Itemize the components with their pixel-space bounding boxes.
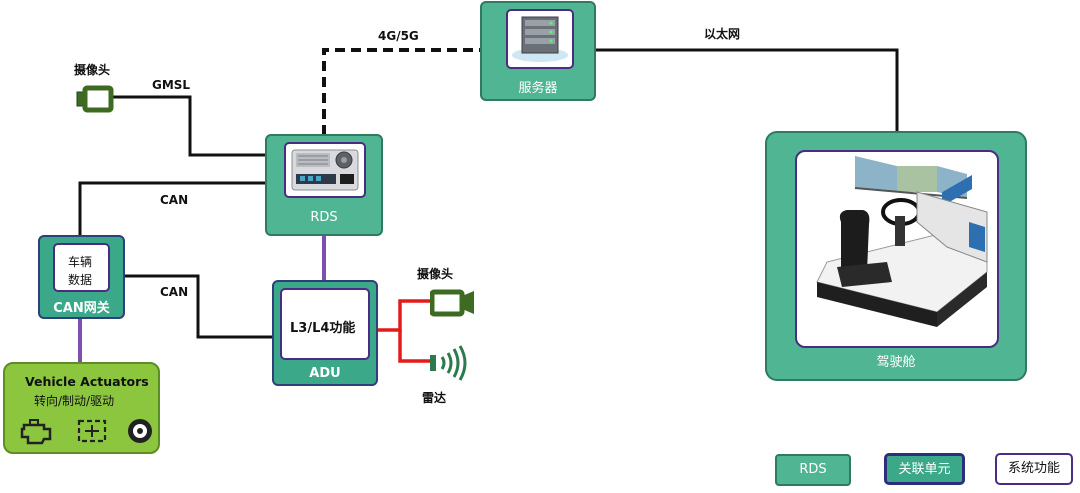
- legend-function: 系统功能: [995, 453, 1073, 485]
- vehicle-data-frame: 车辆 数据: [53, 243, 110, 292]
- adu-radar-link: [398, 330, 430, 363]
- rds-label: RDS: [310, 210, 338, 225]
- actuators-title: Vehicle Actuators: [25, 374, 149, 389]
- cockpit-node[interactable]: 驾驶舱: [765, 131, 1027, 381]
- adu-function-frame: L3/L4功能: [280, 288, 370, 360]
- can-wire-rds: [78, 181, 268, 237]
- engine-icon: [20, 419, 52, 445]
- server-icon: [512, 16, 568, 62]
- rds-node[interactable]: RDS: [265, 134, 383, 236]
- rds-device-frame: [284, 142, 366, 198]
- adu-node[interactable]: L3/L4功能 ADU: [272, 280, 378, 386]
- can-gateway-node[interactable]: 车辆 数据 CAN网关: [38, 235, 125, 319]
- chassis-icon: [77, 419, 107, 443]
- gmsl-label: GMSL: [152, 78, 190, 92]
- ethernet-wire: [596, 48, 899, 133]
- vehicle-actuators-node[interactable]: Vehicle Actuators 转向/制动/驱动: [3, 362, 160, 454]
- server-node[interactable]: 服务器: [480, 1, 596, 101]
- vehicle-data-line1: 车辆: [68, 255, 93, 269]
- driving-simulator-image: [816, 156, 988, 327]
- wireless-wire: [322, 48, 481, 135]
- camera-top-label: 摄像头: [74, 63, 111, 77]
- can-gateway-label: CAN网关: [53, 301, 110, 316]
- camera-icon-right: [430, 289, 474, 317]
- server-label: 服务器: [518, 81, 558, 96]
- radar-icon: [430, 345, 467, 381]
- vehicle-data-line2: 数据: [68, 273, 93, 287]
- radar-label: 雷达: [422, 391, 447, 405]
- wireless-label: 4G/5G: [378, 29, 419, 43]
- gmsl-wire: [112, 95, 268, 157]
- can-label-bottom: CAN: [160, 285, 188, 299]
- legend-rds: RDS: [775, 454, 851, 486]
- adu-label: ADU: [309, 366, 341, 381]
- camera-icon: [76, 85, 114, 113]
- adu-function-label: L3/L4功能: [290, 321, 356, 336]
- legend-unit: 关联单元: [884, 453, 965, 485]
- camera-right-label: 摄像头: [417, 267, 454, 281]
- adu-camera-link: [378, 299, 430, 332]
- ethernet-label: 以太网: [704, 26, 740, 41]
- server-image-frame: [506, 9, 574, 69]
- brake-disc-icon: [128, 419, 152, 443]
- cockpit-label: 驾驶舱: [876, 355, 916, 370]
- actuators-subtitle: 转向/制动/驱动: [34, 394, 115, 408]
- rds-device-image: [291, 149, 359, 191]
- can-wire-adu: [124, 274, 273, 339]
- can-label-top: CAN: [160, 193, 188, 207]
- cockpit-image-frame: [795, 150, 999, 348]
